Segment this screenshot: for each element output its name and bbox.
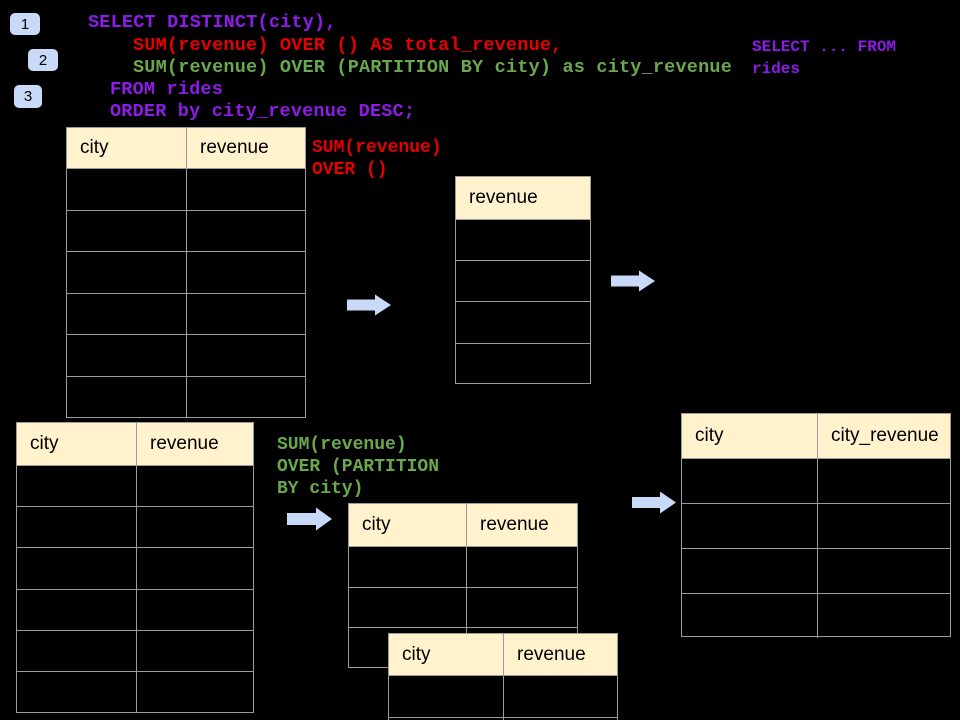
table-cell-empty (186, 209, 305, 252)
table-cell-empty (817, 593, 950, 638)
column-header-city: city (682, 414, 817, 458)
table-partition-overlay: city revenue (388, 633, 618, 720)
table-cell-empty (17, 465, 136, 506)
sql-line-sum-partition: SUM(revenue) OVER (PARTITION BY city) as… (133, 57, 732, 78)
table-cell-empty (186, 375, 305, 418)
table-cell-empty (136, 629, 253, 671)
table-cell-empty (67, 375, 186, 418)
table-city-revenue-result: city city_revenue (681, 413, 951, 638)
column-header-revenue: revenue (466, 504, 577, 546)
table-cell-empty (136, 506, 253, 548)
table-cell-empty (682, 593, 817, 638)
table-cell-empty (17, 629, 136, 671)
annotation-partition-line-1: SUM(revenue) (277, 435, 407, 455)
table-cell-empty (349, 627, 466, 668)
table-source-bottom: city revenue (16, 422, 254, 713)
sql-line-order-by: ORDER by city_revenue DESC; (110, 101, 416, 122)
column-header-revenue: revenue (136, 423, 253, 465)
table-cell-empty (466, 546, 577, 587)
table-cell-empty (456, 342, 590, 384)
table-cell-empty (682, 458, 817, 503)
table-cell-empty (503, 675, 617, 717)
table-cell-empty (17, 506, 136, 547)
step-badge-1: 1 (10, 13, 40, 35)
table-cell-empty (17, 670, 136, 712)
table-cell-empty (456, 301, 590, 342)
table-cell-empty (186, 334, 305, 376)
sql-line-select: SELECT DISTINCT(city), (88, 12, 337, 33)
table-cell-empty (466, 586, 577, 627)
table-cell-empty (349, 546, 466, 587)
column-header-revenue: revenue (186, 128, 305, 168)
table-cell-empty (503, 717, 617, 720)
column-header-revenue: revenue (503, 634, 617, 675)
table-cell-empty (67, 209, 186, 252)
table-cell-empty (136, 465, 253, 507)
table-cell-empty (67, 168, 186, 210)
table-cell-empty (817, 458, 950, 503)
column-header-city: city (67, 128, 186, 168)
table-cell-empty (456, 260, 590, 301)
step-badge-2: 2 (28, 49, 58, 71)
annotation-total-line-1: SUM(revenue) (312, 138, 442, 158)
table-cell-empty (67, 251, 186, 293)
sql-line-sum-total: SUM(revenue) OVER () AS total_revenue, (133, 35, 563, 56)
table-cell-empty (17, 547, 136, 588)
table-body (389, 675, 617, 720)
table-cell-empty (389, 675, 503, 717)
table-cell-empty (136, 547, 253, 589)
table-body (17, 465, 253, 713)
table-cell-empty (682, 548, 817, 593)
flow-arrow-right-icon (611, 270, 655, 292)
table-cell-empty (817, 503, 950, 548)
table-body (67, 168, 305, 418)
table-cell-empty (349, 586, 466, 628)
table-cell-empty (17, 588, 136, 630)
table-cell-empty (186, 168, 305, 210)
side-note-line-1: SELECT ... FROM (752, 38, 897, 56)
table-total-result: revenue (455, 176, 591, 384)
table-source-top: city revenue (66, 127, 306, 418)
column-header-revenue: revenue (456, 177, 590, 219)
table-body (456, 219, 590, 384)
column-header-city: city (17, 423, 136, 465)
table-cell-empty (456, 219, 590, 260)
column-header-city-revenue: city_revenue (817, 414, 950, 458)
side-note-line-2: rides (752, 60, 801, 78)
annotation-total-line-2: OVER () (312, 160, 388, 180)
step-badge-3: 3 (14, 85, 42, 108)
table-cell-empty (389, 717, 503, 720)
flow-arrow-right-icon (287, 507, 332, 531)
table-cell-empty (817, 548, 950, 593)
column-header-city: city (349, 504, 466, 546)
column-header-city: city (389, 634, 503, 675)
flow-arrow-right-icon (347, 294, 391, 316)
annotation-partition-line-3: BY city) (277, 479, 364, 499)
flow-arrow-right-icon (632, 491, 676, 514)
table-cell-empty (67, 334, 186, 376)
annotation-partition-line-2: OVER (PARTITION (277, 457, 440, 477)
table-cell-empty (186, 292, 305, 335)
table-cell-empty (67, 292, 186, 335)
table-cell-empty (186, 251, 305, 293)
table-body (682, 458, 950, 638)
table-cell-empty (136, 588, 253, 630)
table-cell-empty (682, 503, 817, 548)
table-cell-empty (136, 670, 253, 713)
sql-line-from: FROM rides (110, 79, 224, 100)
